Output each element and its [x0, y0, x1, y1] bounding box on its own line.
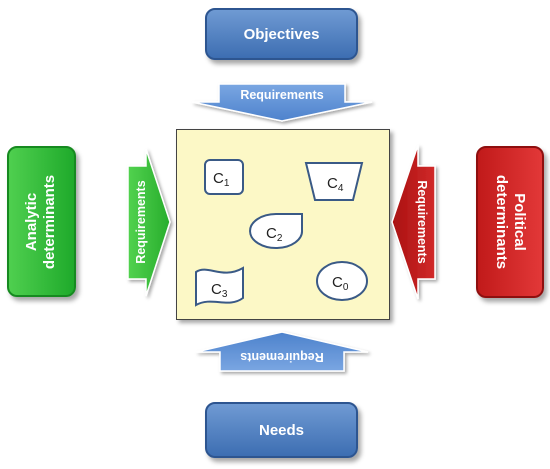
c3-label: C3 — [211, 281, 228, 300]
shape-c3: C3 — [195, 266, 244, 307]
shape-c4: C4 — [304, 162, 364, 201]
c4-label: C4 — [327, 175, 344, 194]
analytic-determinants-box: Analytic determinants — [7, 146, 76, 297]
top-arrow-shape — [191, 83, 373, 122]
shape-c0: C0 — [316, 261, 368, 301]
top-requirements-arrow: Requirements — [191, 83, 373, 122]
c4-trapezoid — [304, 162, 364, 201]
c0-ellipse — [316, 261, 368, 301]
needs-box: Needs — [205, 402, 358, 458]
c0-label: C0 — [332, 274, 349, 293]
right-arrow-shape — [391, 144, 436, 300]
right-requirements-arrow: Requirements — [391, 144, 436, 300]
bottom-arrow-shape — [195, 331, 369, 372]
shape-c2: C2 — [249, 213, 304, 249]
left-arrow-label: Requirements — [134, 180, 148, 263]
top-arrow-label: Requirements — [240, 88, 323, 102]
shape-c1: C1 — [204, 159, 244, 195]
c2-teardrop — [249, 213, 304, 249]
bottom-arrow-label: Requirements — [240, 350, 323, 364]
needs-label: Needs — [258, 421, 305, 439]
objectives-label: Objectives — [243, 25, 320, 43]
c1-rounded-rect — [204, 159, 244, 195]
right-arrow-label: Requirements — [415, 180, 429, 263]
left-arrow-shape — [127, 148, 171, 297]
bottom-requirements-arrow: Requirements — [195, 331, 369, 372]
c1-label: C1 — [213, 170, 230, 189]
objectives-box: Objectives — [205, 8, 358, 60]
c3-wave-flag — [195, 266, 244, 307]
political-determinants-box: Political determinants — [476, 146, 544, 298]
c2-label: C2 — [266, 225, 283, 244]
left-requirements-arrow: Requirements — [127, 148, 171, 297]
